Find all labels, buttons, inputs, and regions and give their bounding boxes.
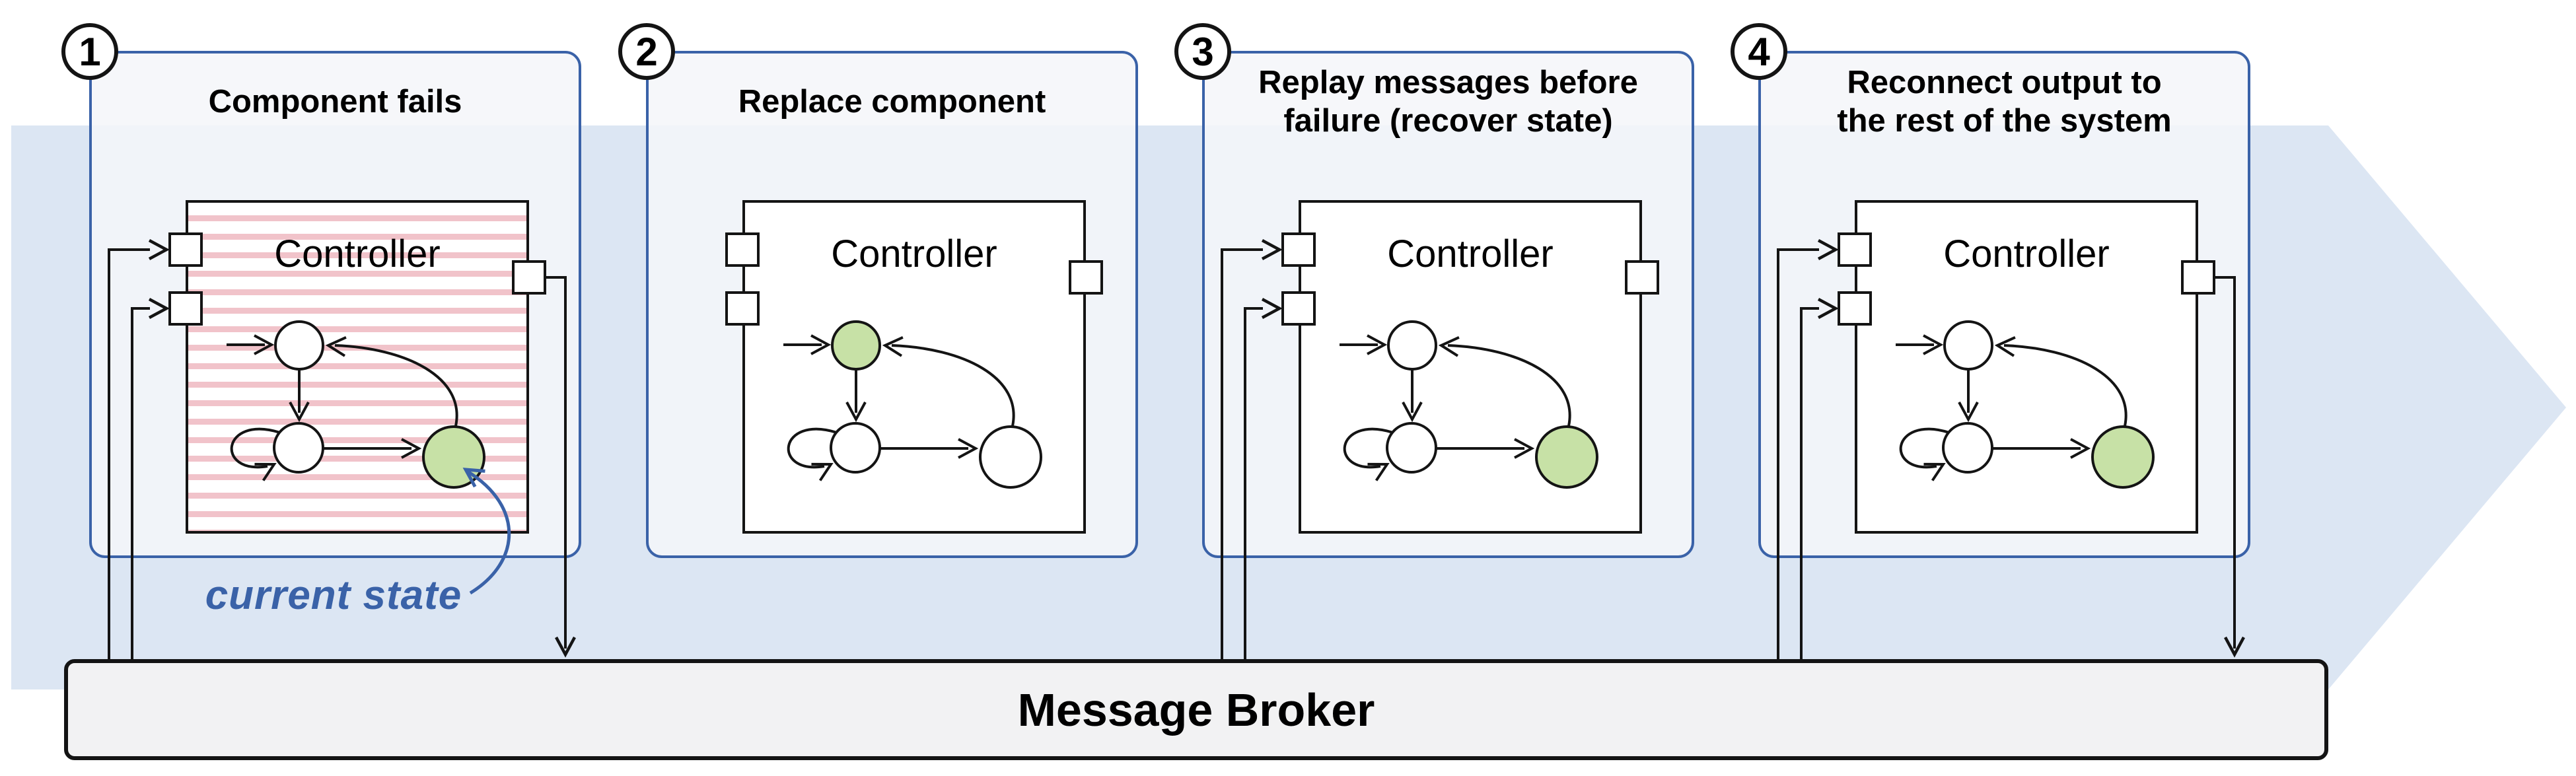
state-machine (1896, 320, 2155, 489)
step-number-badge: 2 (618, 23, 675, 80)
step-title: Reconnect output to the rest of the syst… (1837, 65, 2172, 139)
state-node-top (1943, 320, 1993, 370)
output-port (512, 260, 546, 295)
state-node-top (1387, 320, 1437, 370)
step-number: 1 (79, 29, 101, 74)
input-port-1 (1281, 232, 1316, 267)
state-machine (1340, 320, 1598, 489)
input-port-2 (1838, 291, 1872, 326)
step-number: 2 (635, 29, 658, 74)
state-node-bottom-left (273, 422, 324, 474)
message-broker-bar: Message Broker (64, 659, 2328, 760)
step-number: 3 (1192, 29, 1214, 74)
step-panel: 4 Reconnect output to the rest of the sy… (1731, 23, 2250, 558)
input-port-1 (168, 232, 203, 267)
step-panel: 2 Replace component Controller (618, 23, 1138, 558)
step-title: Replay messages before failure (recover … (1258, 65, 1638, 139)
step-panel: 1 Component fails Controller (61, 23, 581, 558)
input-port-2 (725, 291, 760, 326)
input-port-1 (1838, 232, 1872, 267)
input-port-2 (168, 291, 203, 326)
current-state-annotation: current state (205, 573, 462, 618)
output-port (2181, 260, 2215, 295)
state-node-top (274, 320, 324, 370)
state-node-bottom-right (979, 425, 1042, 489)
input-port-2 (1281, 291, 1316, 326)
controller-component: Controller (1299, 200, 1642, 534)
state-machine (783, 320, 1042, 489)
state-node-bottom-left (830, 422, 881, 474)
output-port (1625, 260, 1659, 295)
state-node-bottom-right (1535, 425, 1598, 489)
step-number: 4 (1748, 29, 1770, 74)
state-node-top (831, 320, 881, 370)
state-node-bottom-left (1386, 422, 1437, 474)
input-port-1 (725, 232, 760, 267)
state-node-bottom-right (422, 425, 485, 489)
step-number-badge: 1 (61, 23, 118, 80)
step-title: Replace component (738, 84, 1046, 120)
state-node-bottom-left (1942, 422, 1993, 474)
step-title: Component fails (208, 84, 462, 120)
controller-component: Controller (742, 200, 1086, 534)
controller-component: Controller (1855, 200, 2198, 534)
output-port (1069, 260, 1103, 295)
step-panel: 3 Replay messages before failure (recove… (1174, 23, 1694, 558)
message-broker-label: Message Broker (1017, 684, 1375, 736)
state-node-bottom-right (2091, 425, 2155, 489)
step-number-badge: 4 (1731, 23, 1787, 80)
controller-component: Controller (186, 200, 529, 534)
state-machine (227, 320, 485, 489)
step-number-badge: 3 (1174, 23, 1231, 80)
